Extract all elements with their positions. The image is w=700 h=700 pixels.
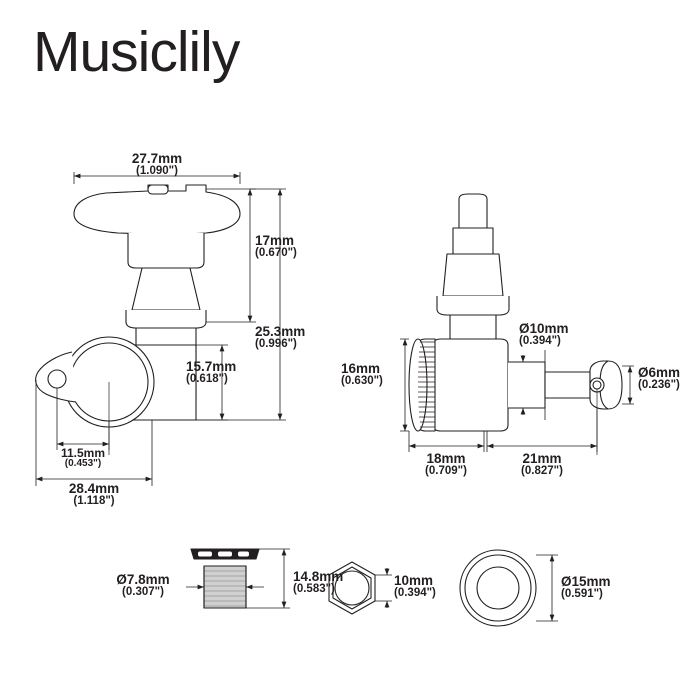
side-view-geometry [408, 193, 623, 455]
brand-title: Musiclily [33, 20, 240, 84]
dim-body-length: 18mm (0.709") [425, 451, 467, 477]
bushing-dimension-lines [186, 548, 290, 609]
hex-nut-dimension-lines [375, 568, 392, 608]
dim-post-diameter: Ø10mm (0.394") [519, 321, 569, 347]
dim-ear-to-center: 11.5mm (0.453") [60, 446, 106, 470]
dim-washer-diameter: Ø15mm (0.591") [561, 574, 611, 600]
dim-worm-diameter: Ø6mm (0.236") [638, 365, 681, 391]
dim-shaft-length: 21mm (0.827") [521, 451, 563, 477]
dim-housing-height: 15.7mm (0.618") [186, 359, 237, 385]
dim-body-height: 16mm (0.630") [341, 361, 383, 387]
side-view-dimension-lines [400, 338, 634, 452]
hex-nut-geometry [328, 561, 376, 615]
dim-total-height: 25.3mm (0.996") [255, 324, 306, 350]
dim-bushing-diameter: Ø7.8mm (0.307") [116, 572, 170, 598]
dim-bushing-length: 14.8mm (0.583") [293, 569, 344, 595]
dim-knob-width: 27.7mm (1.090") [131, 151, 183, 177]
front-view-dimension-lines [35, 172, 286, 486]
dim-nut-across-flats: 10mm (0.394") [394, 573, 436, 599]
dim-overall-width: 28.4mm (1.118") [68, 481, 120, 507]
front-view-geometry [35, 184, 241, 455]
dim-knob-height: 17mm (0.670") [255, 233, 297, 259]
washer-geometry [459, 549, 537, 627]
washer-dimension-lines [536, 554, 558, 622]
bushing-geometry [190, 548, 260, 609]
